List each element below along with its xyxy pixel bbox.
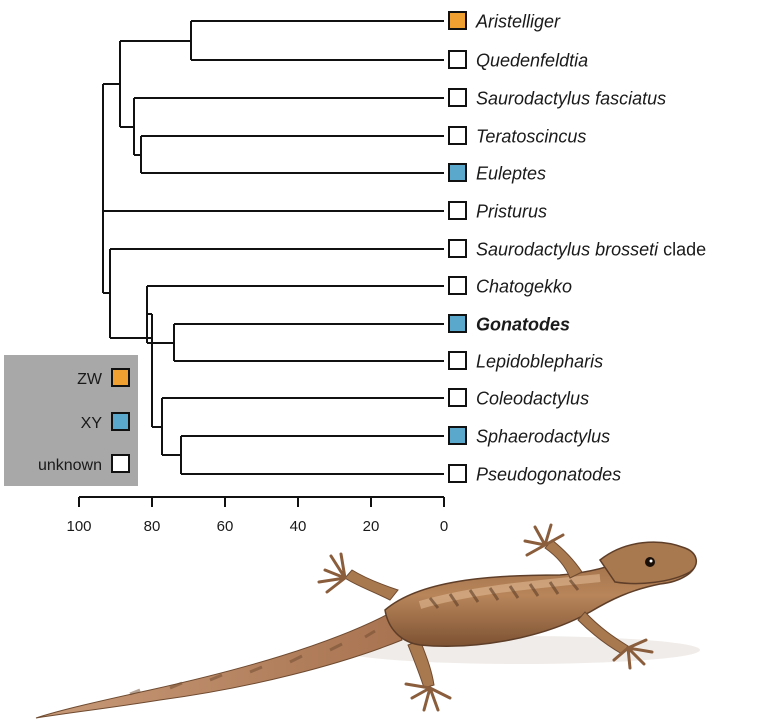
taxon-row-euleptes: Euleptes xyxy=(449,164,546,184)
taxon-label: Sphaerodactylus xyxy=(476,427,610,447)
state-box xyxy=(449,89,466,106)
taxon-name: Coleodactylus xyxy=(476,389,589,409)
taxon-name: Teratoscincus xyxy=(476,127,586,147)
state-box xyxy=(449,51,466,68)
taxon-row-lepidoblepharis: Lepidoblepharis xyxy=(449,352,603,372)
state-box xyxy=(449,127,466,144)
axis-tick-label: 0 xyxy=(440,518,448,535)
taxon-label: Lepidoblepharis xyxy=(476,352,603,372)
state-box xyxy=(449,465,466,482)
axis-tick-label: 40 xyxy=(290,518,307,535)
legend: ZW XY unknown xyxy=(4,355,138,486)
legend-label: XY xyxy=(81,415,103,432)
state-box xyxy=(449,164,466,181)
taxon-name: Quedenfeldtia xyxy=(476,51,588,71)
state-box xyxy=(449,12,466,29)
axis-tick-label: 100 xyxy=(66,518,91,535)
legend-item-unknown: unknown xyxy=(38,455,129,474)
taxon-label: Coleodactylus xyxy=(476,389,589,409)
taxon-name: Euleptes xyxy=(476,164,546,184)
taxon-name: Pristurus xyxy=(476,202,547,222)
taxon-name: Gonatodes xyxy=(476,315,570,335)
taxon-label: Chatogekko xyxy=(476,277,572,297)
state-box xyxy=(449,427,466,444)
taxon-name: Pseudogonatodes xyxy=(476,465,621,485)
taxon-label: Pristurus xyxy=(476,202,547,222)
taxon-label: Gonatodes xyxy=(476,315,570,335)
state-box xyxy=(449,315,466,332)
taxon-label: Quedenfeldtia xyxy=(476,51,588,71)
gecko-photo xyxy=(36,525,700,718)
taxon-name: Saurodactylus brosseti xyxy=(476,240,659,260)
taxon-suffix: clade xyxy=(658,240,706,260)
taxon-label: Pseudogonatodes xyxy=(476,465,621,485)
taxon-row-gonatodes: Gonatodes xyxy=(449,315,570,335)
taxon-row-quedenfeldtia: Quedenfeldtia xyxy=(449,51,588,71)
state-box xyxy=(449,352,466,369)
legend-label: ZW xyxy=(77,371,103,388)
legend-swatch xyxy=(112,413,129,430)
taxon-label: Teratoscincus xyxy=(476,127,586,147)
axis-tick-label: 80 xyxy=(144,518,161,535)
taxon-label: Euleptes xyxy=(476,164,546,184)
state-box xyxy=(449,240,466,257)
axis-tick-label: 60 xyxy=(217,518,234,535)
taxon-row-teratoscincus: Teratoscincus xyxy=(449,127,586,147)
taxon-name: Aristelliger xyxy=(475,12,561,32)
taxon-name: Lepidoblepharis xyxy=(476,352,603,372)
time-axis: 100 80 60 40 20 0 xyxy=(66,497,448,535)
legend-swatch xyxy=(112,369,129,386)
phylogeny-tree xyxy=(103,21,444,474)
taxon-row-chatogekko: Chatogekko xyxy=(449,277,572,297)
taxon-label: Saurodactylus brosseti clade xyxy=(476,240,706,260)
taxon-name: Chatogekko xyxy=(476,277,572,297)
taxon-row-pseudogonatodes: Pseudogonatodes xyxy=(449,465,621,485)
taxon-row-aristelliger: Aristelliger xyxy=(449,12,561,32)
legend-label: unknown xyxy=(38,457,102,474)
state-box xyxy=(449,202,466,219)
axis-tick-label: 20 xyxy=(363,518,380,535)
legend-swatch xyxy=(112,455,129,472)
state-box xyxy=(449,389,466,406)
taxon-row-coleodactylus: Coleodactylus xyxy=(449,389,589,409)
taxon-row-saurodactylus-fasciatus: Saurodactylus fasciatus xyxy=(449,89,666,109)
taxon-row-saurodactylus-brosseti: Saurodactylus brosseti clade xyxy=(449,240,706,260)
taxon-row-pristurus: Pristurus xyxy=(449,202,547,222)
state-box xyxy=(449,277,466,294)
taxon-label: Aristelliger xyxy=(475,12,561,32)
taxon-name: Saurodactylus fasciatus xyxy=(476,89,666,109)
taxon-label: Saurodactylus fasciatus xyxy=(476,89,666,109)
taxon-row-sphaerodactylus: Sphaerodactylus xyxy=(449,427,610,447)
taxon-name: Sphaerodactylus xyxy=(476,427,610,447)
